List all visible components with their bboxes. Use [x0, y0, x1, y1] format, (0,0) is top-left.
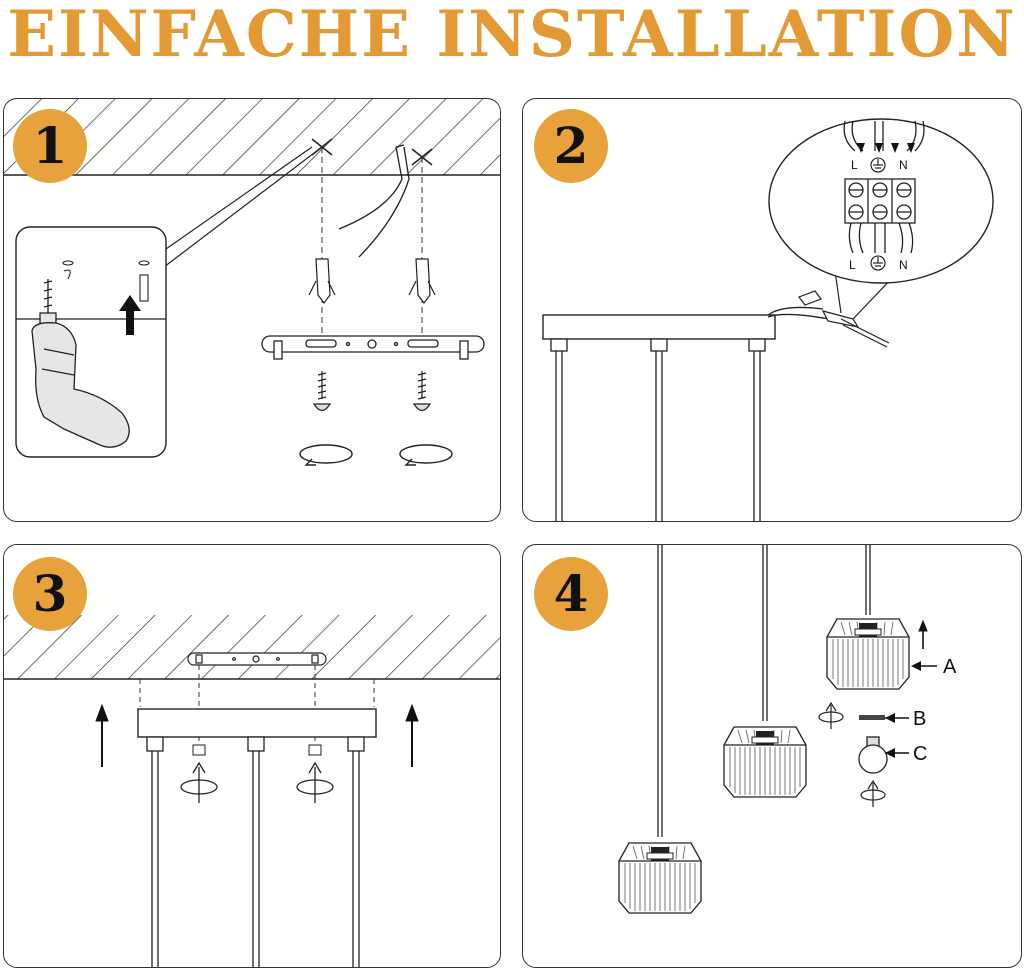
- canopy: [137, 708, 377, 738]
- step-1-illustration: [4, 99, 500, 466]
- ceiling-hatch: [4, 615, 500, 679]
- power-cable: [338, 144, 410, 258]
- step-3-illustration: [4, 545, 500, 967]
- rotate-icon: [818, 701, 844, 729]
- step-2-illustration: L N L N: [542, 118, 994, 521]
- terminal-label-bottom-n: N: [899, 258, 908, 272]
- arrow-up-icon: [95, 703, 419, 767]
- arrow-up-icon: [119, 295, 141, 335]
- mounting-bracket: [187, 652, 327, 666]
- terminal-label-bottom-l: L: [849, 258, 856, 272]
- step-1-badge: 1: [13, 109, 87, 183]
- drill-callout: [15, 226, 167, 458]
- page-title: EINFACHE INSTALLATION: [7, 0, 1017, 72]
- rotate-icon: [299, 444, 453, 466]
- ring-nut: [859, 715, 885, 720]
- step-3-panel: 3: [3, 544, 501, 968]
- terminal-label-top-l: L: [851, 158, 858, 172]
- part-label-a: A: [943, 656, 957, 678]
- rotate-icon: [180, 761, 334, 803]
- canopy: [542, 314, 776, 340]
- step-4-illustration: A B C: [618, 545, 957, 914]
- step-4-badge: 4: [534, 557, 608, 631]
- rotate-icon: [860, 779, 886, 807]
- dowel-icon: [62, 260, 150, 302]
- step-3-badge: 3: [13, 557, 87, 631]
- screw-icon: [312, 371, 432, 412]
- step-1-panel: 1: [3, 98, 501, 522]
- wiring-callout: L N L N: [768, 118, 994, 284]
- arrow-up-icon: [918, 619, 928, 649]
- dowel-icon: [308, 258, 436, 304]
- step-4-panel: 4: [522, 544, 1022, 968]
- ceiling-hatch: [4, 99, 500, 175]
- step-2-badge: 2: [534, 109, 608, 183]
- part-label-b: B: [913, 708, 926, 730]
- ground-icon: [870, 255, 886, 271]
- step-2-panel: 2: [522, 98, 1022, 522]
- terminal-block-icon: [798, 290, 890, 348]
- bulb-icon: [858, 736, 888, 774]
- terminal-label-top-n: N: [899, 158, 908, 172]
- mounting-bracket: [261, 335, 485, 360]
- drill-icon: [31, 279, 130, 448]
- ground-icon: [870, 157, 886, 173]
- part-label-c: C: [913, 743, 927, 765]
